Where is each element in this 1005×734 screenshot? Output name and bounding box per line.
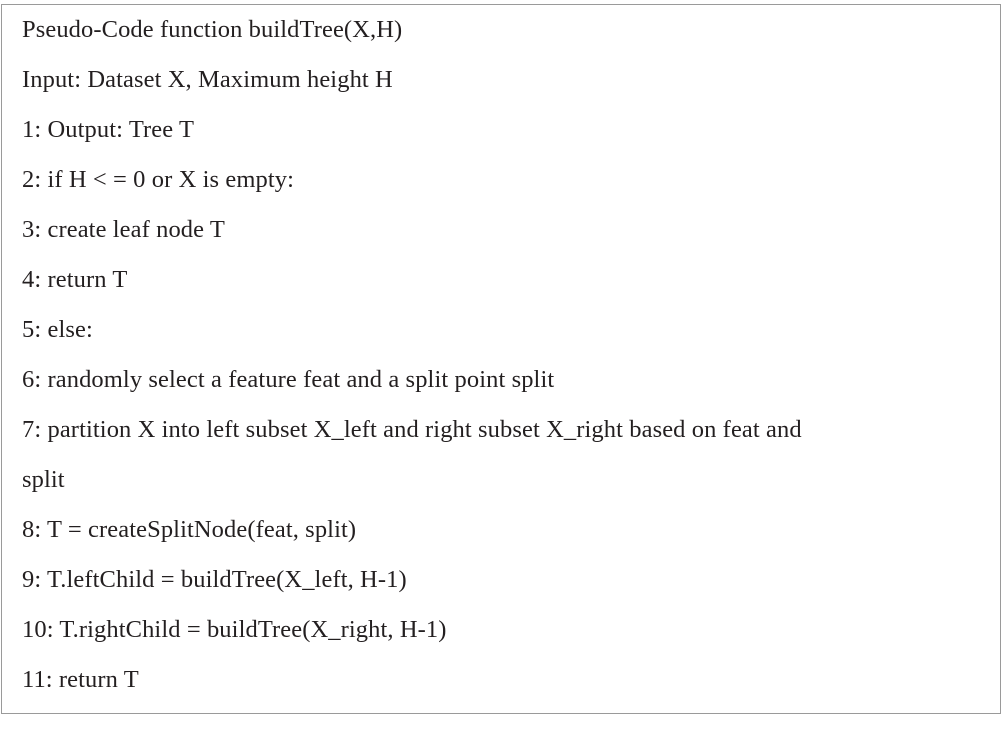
pseudocode-line-1: 1: Output: Tree T (22, 116, 195, 143)
pseudocode-line-11: 11: return T (22, 666, 139, 693)
pseudocode-lines: Pseudo-Code function buildTree(X,H) Inpu… (22, 5, 802, 705)
pseudocode-line-6: 6: randomly select a feature feat and a … (22, 366, 555, 393)
pseudocode-line-2: 2: if H < = 0 or X is empty: (22, 166, 295, 193)
pseudocode-line-10: 10: T.rightChild = buildTree(X_right, H-… (22, 616, 447, 643)
pseudocode-line-4: 4: return T (22, 266, 128, 293)
pseudocode-line-5: 5: else: (22, 316, 93, 343)
pseudocode-input: Input: Dataset X, Maximum height H (22, 66, 393, 93)
pseudocode-line-9: 9: T.leftChild = buildTree(X_left, H-1) (22, 566, 407, 593)
pseudocode-line-8: 8: T = createSplitNode(feat, split) (22, 516, 357, 543)
pseudocode-title: Pseudo-Code function buildTree(X,H) (22, 16, 403, 43)
pseudocode-line-3: 3: create leaf node T (22, 216, 225, 243)
pseudocode-line-7-continued: split (22, 466, 65, 493)
pseudocode-box: Pseudo-Code function buildTree(X,H) Inpu… (1, 4, 1001, 714)
pseudocode-line-7: 7: partition X into left subset X_left a… (22, 416, 802, 443)
